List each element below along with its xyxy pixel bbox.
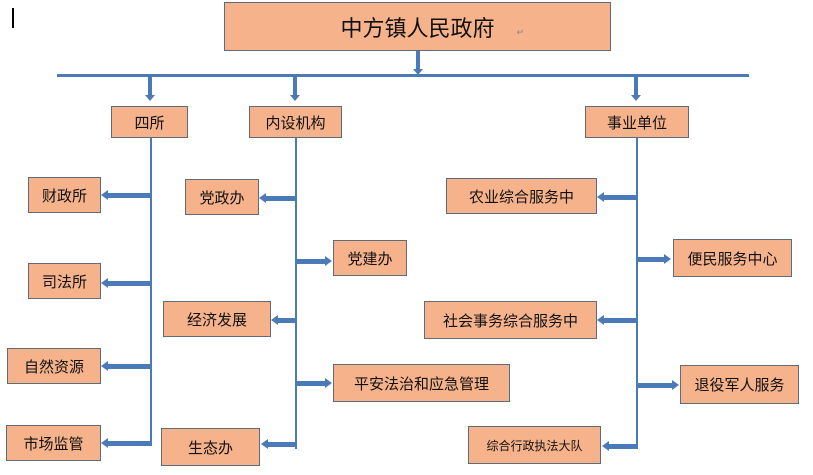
arrow-left xyxy=(602,441,636,451)
shiye-item-box: 农业综合服务中 xyxy=(446,178,597,214)
neishe-trunk-line xyxy=(295,138,297,449)
neishe-item-box: 平安法治和应急管理 xyxy=(333,364,510,402)
sisuo-trunk-line xyxy=(150,138,152,446)
sisuo-branch-box: 四所 xyxy=(111,106,188,138)
sisuo-item-box: 自然资源 xyxy=(7,348,101,384)
shiye-connector-arrow xyxy=(630,77,641,101)
arrow-right xyxy=(638,254,671,264)
arrow-left xyxy=(259,193,295,203)
top-horizontal-line xyxy=(57,74,749,77)
neishe-item-box: 经济发展 xyxy=(163,301,271,337)
shiye-item-box: 综合行政执法大队 xyxy=(468,426,601,464)
root-connector-arrow xyxy=(412,51,423,75)
arrow-left xyxy=(271,315,295,325)
sisuo-item-label: 财政所 xyxy=(41,186,87,205)
arrow-left xyxy=(261,439,295,449)
shiye-item-label: 农业综合服务中 xyxy=(468,187,574,206)
neishe-branch-box: 内设机构 xyxy=(249,106,342,138)
neishe-item-label: 经济发展 xyxy=(186,310,247,329)
arrow-right xyxy=(297,256,332,266)
root-node-box: 中方镇人民政府 ↵ xyxy=(224,2,611,51)
neishe-item-label: 平安法治和应急管理 xyxy=(353,374,489,393)
neishe-item-label: 生态办 xyxy=(187,438,233,457)
neishe-item-label: 党建办 xyxy=(347,249,393,268)
sisuo-item-label: 司法所 xyxy=(41,272,87,291)
sisuo-item-box: 司法所 xyxy=(28,263,101,299)
shiye-item-label: 退役军人服务 xyxy=(694,376,785,394)
sisuo-item-box: 财政所 xyxy=(28,177,101,213)
sisuo-item-label: 市场监管 xyxy=(23,434,84,453)
shiye-trunk-line xyxy=(636,138,638,449)
shiye-item-label: 综合行政执法大队 xyxy=(486,438,583,453)
arrow-right xyxy=(297,378,332,388)
neishe-branch-label: 内设机构 xyxy=(265,113,326,132)
shiye-item-box: 退役军人服务 xyxy=(680,365,799,404)
shiye-item-label: 社会事务综合服务中 xyxy=(442,311,578,330)
root-node-label: 中方镇人民政府 xyxy=(340,16,495,42)
shiye-branch-box: 事业单位 xyxy=(585,106,689,138)
text-cursor xyxy=(12,8,14,28)
neishe-item-box: 党政办 xyxy=(185,179,259,215)
shiye-item-box: 便民服务中心 xyxy=(673,239,792,277)
arrow-left xyxy=(101,278,150,288)
arrow-left xyxy=(597,192,636,202)
arrow-left xyxy=(101,361,150,371)
arrow-left xyxy=(101,438,150,448)
neishe-item-label: 党政办 xyxy=(199,188,245,207)
neishe-connector-arrow xyxy=(289,77,300,101)
arrow-left xyxy=(101,190,150,200)
shiye-branch-label: 事业单位 xyxy=(606,113,667,132)
shiye-item-label: 便民服务中心 xyxy=(687,249,778,268)
sisuo-branch-label: 四所 xyxy=(134,113,165,132)
shiye-item-box: 社会事务综合服务中 xyxy=(424,301,597,339)
neishe-item-box: 生态办 xyxy=(161,428,260,466)
sisuo-item-box: 市场监管 xyxy=(6,425,101,461)
sisuo-item-label: 自然资源 xyxy=(23,357,84,376)
arrow-left xyxy=(597,315,636,325)
sisuo-connector-arrow xyxy=(144,77,155,101)
arrow-right xyxy=(638,380,679,390)
neishe-item-box: 党建办 xyxy=(333,240,407,276)
